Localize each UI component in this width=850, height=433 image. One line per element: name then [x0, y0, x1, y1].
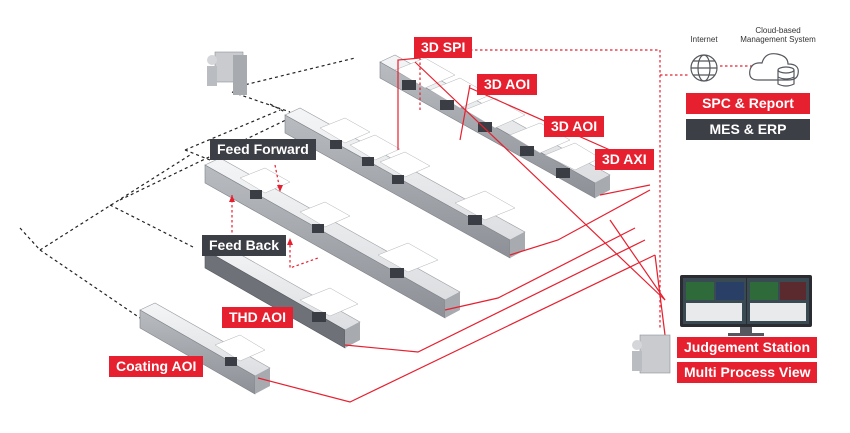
data-network-lines	[257, 57, 666, 403]
operator-station-icon	[207, 51, 247, 95]
label-multi-process-view: Multi Process View	[677, 362, 817, 383]
label-coating-aoi: Coating AOI	[109, 356, 204, 377]
label-cloud-line2: Management System	[740, 35, 816, 44]
label-mes-erp: MES & ERP	[686, 119, 810, 140]
label-feed-back: Feed Back	[202, 235, 287, 256]
globe-icon	[690, 54, 718, 82]
label-spc-report: SPC & Report	[686, 93, 810, 114]
label-3d-aoi-1: 3D AOI	[477, 74, 538, 95]
production-line-5	[139, 302, 271, 395]
production-line-1	[379, 54, 611, 199]
production-line-4	[204, 242, 361, 349]
feedback-dashed-lines	[19, 57, 356, 319]
production-line-2	[284, 107, 526, 259]
label-feed-forward: Feed Forward	[210, 139, 316, 160]
judgement-operator-icon	[632, 334, 671, 374]
label-internet: Internet	[690, 35, 718, 44]
arrowheads	[229, 185, 293, 245]
monitor-icon	[680, 275, 812, 336]
label-3d-aoi-2: 3D AOI	[544, 116, 605, 137]
label-thd-aoi: THD AOI	[222, 307, 294, 328]
production-line-3	[204, 157, 461, 319]
label-3d-axi: 3D AXI	[595, 149, 654, 170]
label-cloud-line1: Cloud-based	[755, 26, 801, 35]
label-3d-spi: 3D SPI	[414, 37, 473, 58]
cloud-database-icon	[749, 53, 799, 87]
label-judgement-station: Judgement Station	[677, 337, 817, 358]
